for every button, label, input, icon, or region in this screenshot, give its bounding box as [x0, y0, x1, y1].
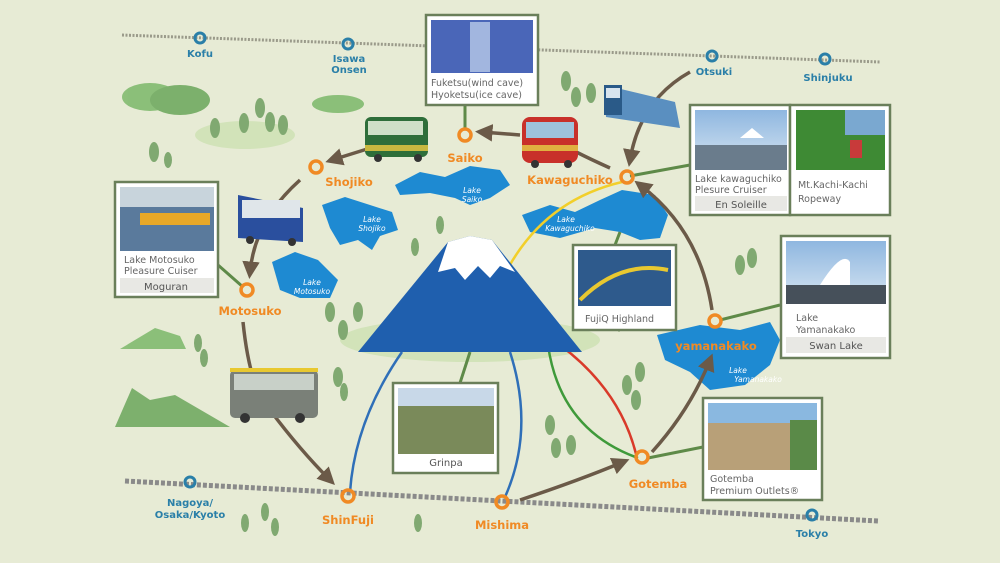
station-nagoya-osaka-kyoto[interactable]: Nagoya/Osaka/Kyoto: [155, 475, 226, 521]
svg-text:Grinpa: Grinpa: [429, 458, 462, 469]
svg-text:Motosuko: Motosuko: [218, 304, 281, 318]
svg-text:Isawa: Isawa: [333, 54, 365, 65]
svg-text:Gotemba: Gotemba: [629, 477, 688, 491]
route-arrows: [217, 70, 781, 502]
svg-text:Gotemba: Gotemba: [710, 474, 754, 485]
card-fuketsu[interactable]: Fuketsu(wind cave) Hyoketsu(ice cave): [424, 13, 540, 107]
svg-text:Hyoketsu(ice cave): Hyoketsu(ice cave): [431, 90, 522, 101]
stop-yamanakako[interactable]: yamanakako: [675, 313, 757, 353]
svg-text:Tokyo: Tokyo: [796, 529, 829, 540]
stop-gotemba[interactable]: Gotemba: [629, 449, 688, 491]
station-otsuki[interactable]: Otsuki: [696, 49, 732, 78]
svg-text:Ropeway: Ropeway: [798, 194, 841, 205]
svg-text:Shojiko: Shojiko: [325, 175, 373, 189]
bus-grey-icon: [230, 368, 318, 423]
lake-kawaguchiko: [522, 190, 668, 240]
svg-text:Mt.Kachi-Kachi: Mt.Kachi-Kachi: [798, 180, 868, 191]
svg-text:Saiko: Saiko: [447, 151, 482, 165]
svg-text:Onsen: Onsen: [331, 65, 366, 76]
stop-shojiko[interactable]: Shojiko: [308, 159, 373, 189]
svg-text:Lake Motosuko: Lake Motosuko: [124, 255, 195, 266]
vehicles: [230, 85, 680, 423]
lake-yamanakako: [657, 322, 780, 390]
card-motosuko-cruiser[interactable]: Lake Motosuko Pleasure Cuiser Moguran: [113, 180, 220, 299]
svg-text:Mishima: Mishima: [475, 518, 529, 532]
card-fujiq-highland[interactable]: FujiQ Highland: [571, 243, 678, 332]
lake-motosuko: [272, 252, 338, 298]
stop-motosuko[interactable]: Motosuko: [218, 282, 282, 318]
mount-fuji: [358, 236, 582, 352]
card-kawaguchiko-cruiser[interactable]: Lake kawaguchiko Plesure Cruiser En Sole…: [688, 103, 792, 217]
svg-text:Moguran: Moguran: [144, 282, 188, 293]
bus-blue-icon: [238, 195, 303, 246]
stop-saiko[interactable]: Saiko: [447, 127, 483, 165]
svg-text:FujiQ Highland: FujiQ Highland: [585, 314, 654, 325]
svg-text:Kofu: Kofu: [187, 49, 213, 60]
stop-shinfuji[interactable]: ShinFuji: [322, 488, 374, 527]
train-icon: [604, 85, 680, 128]
svg-text:Otsuki: Otsuki: [696, 67, 732, 78]
svg-text:Shinjuku: Shinjuku: [803, 73, 852, 84]
svg-text:Kawaguchiko: Kawaguchiko: [527, 173, 613, 187]
bus-green-icon: [365, 117, 428, 162]
svg-text:Yamanakako: Yamanakako: [795, 325, 856, 336]
stop-mishima[interactable]: Mishima: [475, 494, 529, 532]
card-gotemba-premium-outlets[interactable]: Gotemba Premium Outlets®: [701, 396, 824, 502]
svg-text:Premium Outlets®: Premium Outlets®: [710, 486, 799, 497]
bus-red-icon: [522, 117, 578, 168]
svg-text:Pleasure Cuiser: Pleasure Cuiser: [124, 266, 198, 277]
svg-text:En Soleille: En Soleille: [715, 200, 767, 211]
bus-stops: Saiko Shojiko Kawaguchiko Motosuko yaman…: [218, 127, 757, 532]
fuji-routes: [348, 180, 639, 498]
svg-text:Osaka/Kyoto: Osaka/Kyoto: [155, 510, 226, 521]
lake-saiko: [395, 166, 510, 205]
station-shinjuku[interactable]: Shinjuku: [803, 52, 853, 84]
card-yamanakako-swan-lake[interactable]: Lake Yamanakako Swan Lake: [779, 234, 892, 360]
svg-text:Lake: Lake: [796, 313, 818, 324]
svg-text:Lake kawaguchiko: Lake kawaguchiko: [695, 174, 782, 185]
card-kachikachi-ropeway[interactable]: Mt.Kachi-Kachi Ropeway: [788, 103, 892, 217]
lakes: [272, 166, 780, 390]
station-tokyo[interactable]: Tokyo: [796, 508, 829, 540]
svg-text:yamanakako: yamanakako: [675, 339, 757, 353]
lake-shojiko: [322, 197, 398, 250]
station-kofu[interactable]: Kofu: [187, 31, 213, 60]
stop-kawaguchiko[interactable]: Kawaguchiko: [527, 169, 635, 187]
svg-text:Swan Lake: Swan Lake: [809, 341, 862, 352]
svg-text:Nagoya/: Nagoya/: [167, 498, 213, 509]
svg-text:Plesure Cruiser: Plesure Cruiser: [695, 185, 767, 196]
svg-text:Fuketsu(wind cave): Fuketsu(wind cave): [431, 78, 523, 89]
card-grinpa[interactable]: Grinpa: [391, 381, 500, 475]
fujiq-photo: [578, 250, 671, 306]
svg-text:ShinFuji: ShinFuji: [322, 513, 374, 527]
